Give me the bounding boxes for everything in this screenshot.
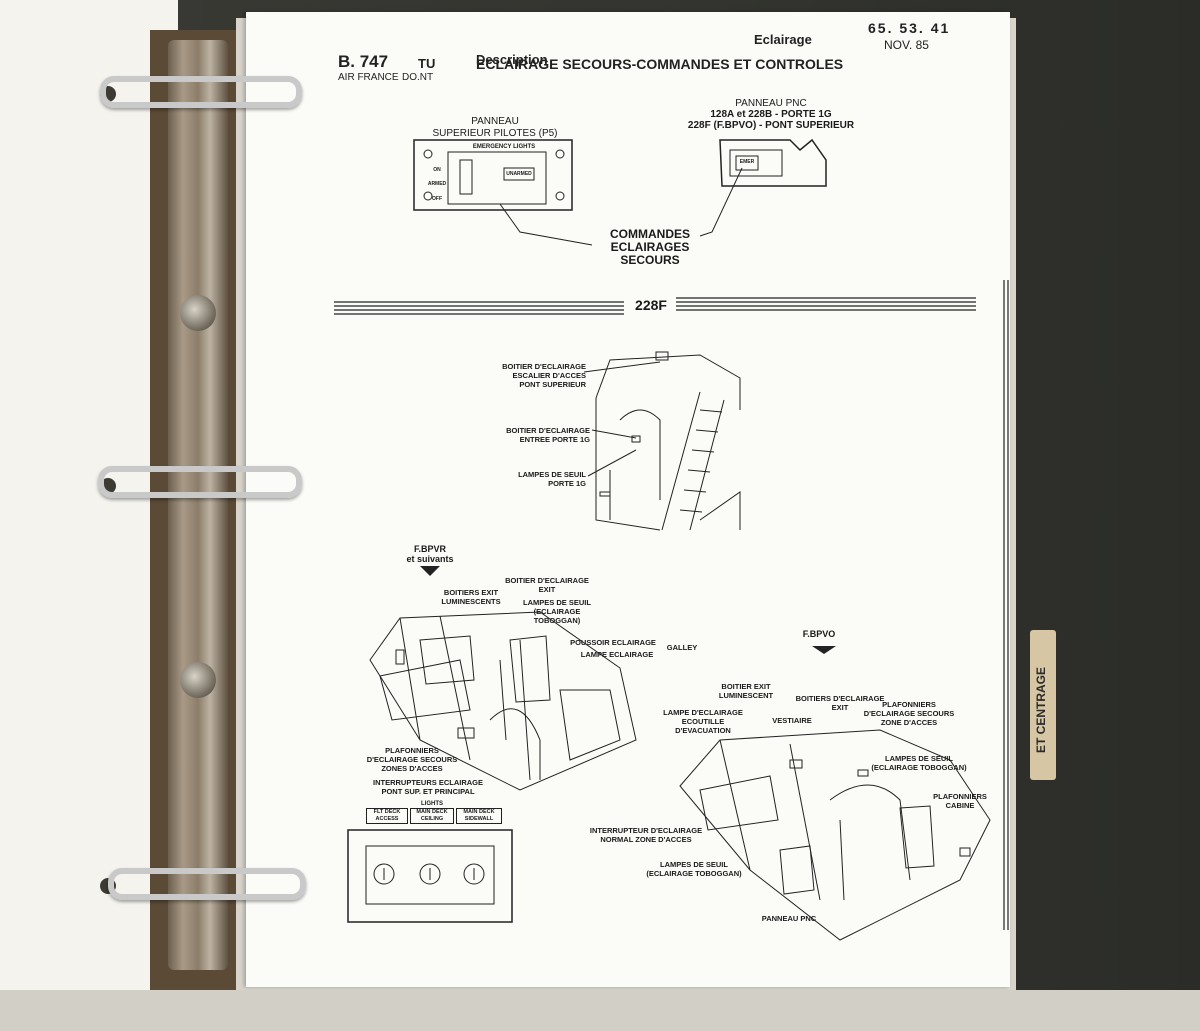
switch-off-label: OFF bbox=[432, 196, 442, 202]
plafonniers-zones-label: PLAFONNIERS D'ECLAIRAGE SECOURS ZONES D'… bbox=[366, 746, 458, 773]
banner-228f-lines bbox=[334, 280, 1009, 930]
lampes-seuil-porte-label: LAMPES DE SEUIL PORTE 1G bbox=[518, 470, 586, 488]
overhead-panel-p5-drawing bbox=[413, 139, 573, 211]
lampe-ecoutille-label: LAMPE D'ECLAIRAGE ECOUTILLE D'EVACUATION bbox=[663, 708, 743, 735]
commands-leader-lines bbox=[499, 167, 743, 246]
pnc-panel-drawing bbox=[719, 138, 827, 187]
fbpvr-tag: F.BPVR et suivants bbox=[406, 544, 454, 564]
switch-on-label: ON bbox=[433, 167, 441, 173]
lampe-eclairage-label: LAMPE ECLAIRAGE bbox=[580, 650, 654, 659]
plafonniers-cabine-label: PLAFONNIERS CABINE bbox=[933, 792, 987, 810]
document-date: NOV. 85 bbox=[884, 38, 929, 52]
binder-ring-bottom[interactable] bbox=[108, 868, 306, 900]
interrupteur-normal-label: INTERRUPTEUR D'ECLAIRAGE NORMAL ZONE D'A… bbox=[589, 826, 703, 844]
airline-name: AIR FRANCE bbox=[338, 72, 399, 83]
banner-228f: 228F bbox=[635, 297, 667, 313]
boitier-exit-label: BOITIER D'ECLAIRAGE EXIT bbox=[505, 576, 589, 594]
lights-caption: LIGHTS bbox=[421, 801, 443, 807]
chapter-name: Eclairage bbox=[754, 32, 812, 47]
lampes-seuil-toboggan-label: LAMPES DE SEUIL (ECLAIRAGE TOBOGGAN) bbox=[523, 598, 591, 625]
department-code: DO.NT bbox=[402, 72, 434, 83]
commands-label: COMMANDES ECLAIRAGES SECOURS bbox=[610, 227, 690, 267]
cabin-cutaway-right-drawing bbox=[679, 729, 991, 941]
spine-rivet bbox=[180, 295, 216, 331]
boitier-porte-label: BOITIER D'ECLAIRAGE ENTREE PORTE 1G bbox=[506, 426, 590, 444]
poussoir-eclairage-label: POUSSOIR ECLAIRAGE bbox=[570, 638, 656, 647]
galley-label: GALLEY bbox=[666, 643, 698, 652]
panneau-pnc-label: PANNEAU PNC bbox=[761, 914, 817, 923]
boitier-escalier-label: BOITIER D'ECLAIRAGE ESCALIER D'ACCES PON… bbox=[502, 362, 586, 389]
fbpvr-arrow-icon bbox=[420, 566, 440, 576]
manual-page bbox=[246, 12, 1010, 987]
aircraft-type: B. 747 bbox=[338, 52, 389, 71]
boitiers-exit-luminescents-label: BOITIERS EXIT LUMINESCENTS bbox=[441, 588, 501, 606]
vestiaire-label: VESTIAIRE bbox=[772, 716, 812, 725]
pnc-emer-switch-label: EMER bbox=[739, 159, 755, 165]
index-tab[interactable] bbox=[1030, 630, 1056, 780]
spine-rivet bbox=[180, 662, 216, 698]
document-reference: 65. 53. 41 bbox=[868, 20, 951, 36]
switch-armed-label: ARMED bbox=[427, 181, 447, 187]
main-deck-sidewall-label: MAIN DECK SIDEWALL bbox=[456, 808, 502, 824]
unarmed-indicator-label: UNARMED bbox=[506, 171, 532, 177]
boitier-exit-luminescent-label: BOITIER EXIT LUMINESCENT bbox=[718, 682, 774, 700]
binder-bottom-board bbox=[0, 990, 1200, 1031]
lampes-seuil-fbpvo-label: LAMPES DE SEUIL (ECLAIRAGE TOBOGGAN) bbox=[871, 754, 967, 772]
flt-deck-access-label: FLT DECK ACCESS bbox=[366, 808, 408, 824]
fbpvo-arrow-icon bbox=[812, 646, 836, 654]
binder-ring-middle[interactable] bbox=[98, 466, 302, 498]
panel-p5-label: PANNEAU SUPERIEUR PILOTES (P5) bbox=[432, 116, 558, 139]
cabin-cutaway-left-drawing bbox=[369, 611, 637, 791]
interrupteurs-eclairage-label: INTERRUPTEURS ECLAIRAGE PONT SUP. ET PRI… bbox=[372, 778, 483, 796]
aircraft-code: TU bbox=[418, 56, 436, 71]
staircase-drawing bbox=[583, 351, 741, 531]
emergency-lights-caption: EMERGENCY LIGHTS bbox=[472, 144, 536, 150]
binder-ring-top[interactable] bbox=[100, 76, 302, 108]
lampes-seuil-bottom-label: LAMPES DE SEUIL (ECLAIRAGE TOBOGGAN) bbox=[646, 860, 742, 878]
fbpvo-tag: F.BPVO bbox=[802, 629, 836, 639]
pnc-panel-label: PANNEAU PNC 128A et 228B - PORTE 1G 228F… bbox=[687, 98, 855, 131]
main-deck-ceiling-label: MAIN DECK CEILING bbox=[410, 808, 454, 824]
plafonniers-zone-acces-label: PLAFONNIERS D'ECLAIRAGE SECOURS ZONE D'A… bbox=[863, 700, 955, 727]
binder-metal-spine bbox=[168, 40, 228, 970]
left-facing-page bbox=[0, 0, 178, 1000]
section-name: Description bbox=[476, 52, 548, 67]
boitiers-eclairage-exit-label: BOITIERS D'ECLAIRAGE EXIT bbox=[795, 694, 885, 712]
page-title: ECLAIRAGE SECOURS-COMMANDES ET CONTROLES bbox=[476, 56, 844, 72]
lights-switch-panel-drawing bbox=[347, 829, 513, 923]
